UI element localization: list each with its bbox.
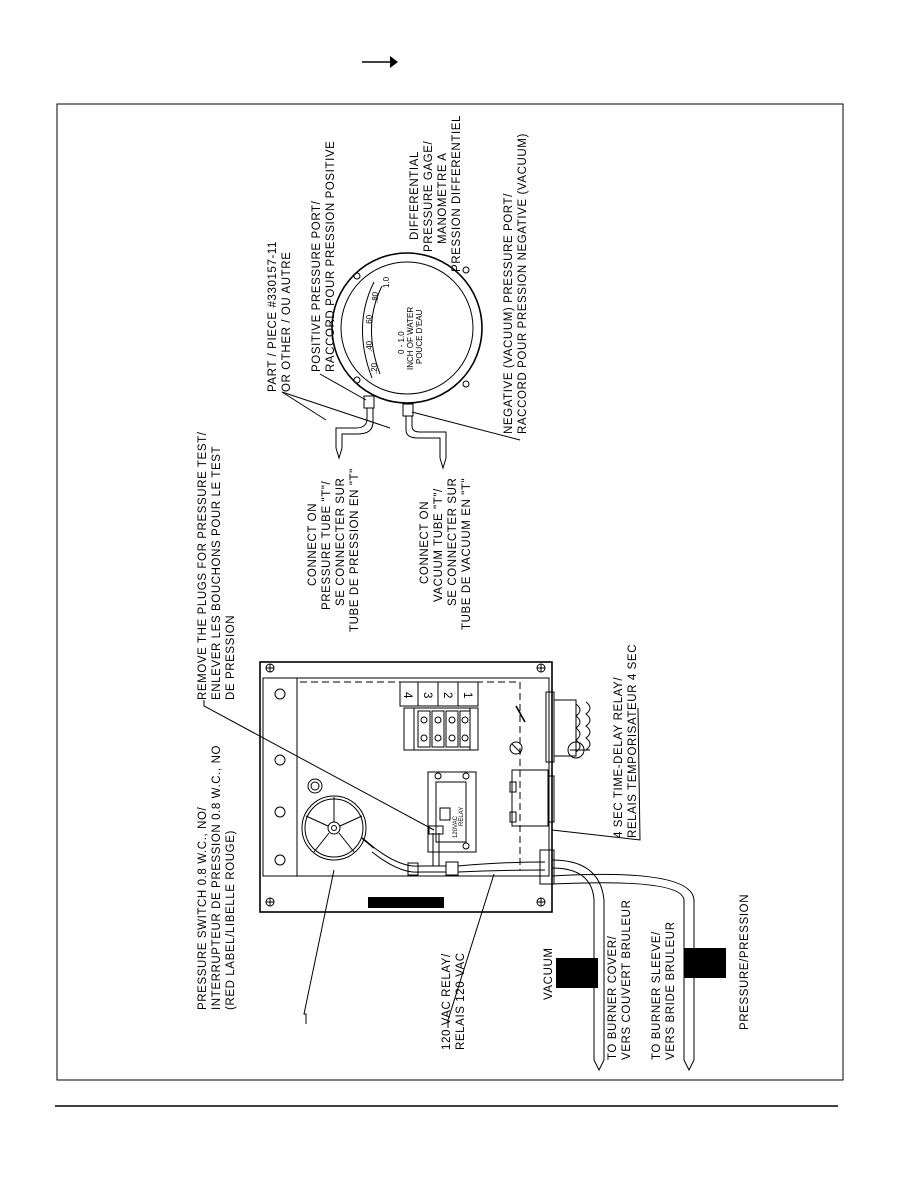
diff-gage-label-1: DIFFERENTIAL (409, 151, 421, 240)
gauge-tick-40: .40 (365, 340, 374, 352)
connect-pressure-1: CONNECT ON (307, 503, 319, 586)
connect-pressure-3: SE CONNECTER SUR (335, 478, 347, 606)
negative-port-label-2: RACCORD POUR PRESSION NEGATIVE (VACUUM) (517, 133, 529, 434)
internal-tubing (371, 825, 546, 876)
vacuum-label: VACUUM (543, 947, 555, 1000)
relay-120-label-1: 120 VAC RELAY/ (441, 953, 453, 1050)
gauge-range: 0 - 1.0 (397, 331, 406, 354)
connect-vacuum-3: SE CONNECTER SUR (447, 478, 459, 606)
diff-gage-label-4: PRESSION DIFFERENTIEL (451, 115, 463, 272)
negative-port-label-1: NEGATIVE (VACUUM) PRESSURE PORT/ (503, 193, 515, 434)
diagram-frame (56, 103, 844, 1081)
conduit-fittings (509, 691, 591, 885)
positive-port-label-2: RACCORD POUR PRESSION POSITIVE (325, 141, 337, 372)
relay-120-label-2: RELAIS 120 VAC (455, 952, 467, 1050)
part-label-2: OR OTHER / OU AUTRE (281, 252, 293, 392)
connect-pressure-4: TUBE DE PRESSION EN "T" (349, 468, 361, 632)
terminal-3: 3 (421, 692, 433, 699)
vacuum-tag (556, 958, 598, 988)
burner-sleeve-label-2: VERS BRIDE BRULEUR (665, 921, 677, 1060)
diff-gage-label-2: PRESSURE GAGE/ (423, 141, 435, 252)
burner-sleeve-label-1: TO BURNER SLEEVE/ (651, 931, 663, 1060)
diff-gage-label-3: MANOMETRE A (437, 152, 449, 244)
terminal-block: 4 3 2 1 (399, 681, 479, 751)
control-box (259, 661, 553, 913)
nameplate (368, 897, 444, 908)
burner-cover-label-1: TO BURNER COVER/ (607, 935, 619, 1060)
remove-plugs-label-1: REMOVE THE PLUGS FOR PRESSURE TEST/ (197, 431, 209, 700)
gauge-unit-fr: POUCE D'EAU (415, 309, 424, 364)
time-delay-label-2: RELAIS TEMPORISATEUR 4 SEC (627, 644, 639, 838)
terminal-2: 2 (441, 692, 453, 699)
gauge-hoses (335, 408, 447, 470)
terminal-4: 4 (401, 692, 413, 699)
pressure-switch (301, 778, 375, 861)
relay-120vac: 120VAC RELAY (427, 771, 477, 853)
connect-pressure-2: PRESSURE TUBE "T"/ (321, 480, 333, 610)
leader-lines (203, 373, 641, 1028)
gauge-tick-80: .80 (371, 291, 380, 303)
arrow-icon (362, 56, 398, 68)
positive-port (363, 395, 375, 409)
negative-port (402, 403, 414, 417)
positive-port-label-1: POSITIVE PRESSURE PORT/ (311, 200, 323, 372)
pressure-switch-label-3: (RED LABEL/LIBELLE ROUGE) (225, 830, 237, 1010)
relay-text-2: RELAY (459, 807, 465, 826)
relay-text-1: 120VAC (453, 815, 459, 838)
connect-vacuum-1: CONNECT ON (419, 501, 431, 584)
gauge-unit: INCH OF WATER (406, 307, 415, 370)
pressure-label: PRESSURE/PRESSION (739, 894, 751, 1030)
remove-plugs-label-3: DE PRESSION (225, 615, 237, 700)
burner-tubes (551, 859, 726, 1072)
burner-cover-label-2: VERS COUVERT BRULEUR (621, 900, 633, 1060)
part-label-1: PART / PIECE #330157-11 (267, 241, 279, 392)
terminal-1: 1 (461, 692, 473, 699)
time-delay-label-1: 4 SEC TIME-DELAY RELAY/ (613, 677, 625, 838)
pressure-switch-label-1: PRESSURE SWITCH 0.8 W.C., NO/ (197, 806, 209, 1010)
differential-gauge: .20 .40 .60 .80 1.0 0 - 1.0 INCH OF WATE… (331, 252, 483, 417)
gauge-tick-100: 1.0 (382, 276, 391, 288)
connect-vacuum-2: VACUUM TUBE "T"/ (433, 488, 445, 602)
gauge-tick-60: .60 (365, 314, 374, 326)
pressure-tag (684, 948, 726, 978)
connect-vacuum-4: TUBE DE VACUUM EN "T" (461, 478, 473, 630)
pressure-switch-label-2: INTERRUPTEUR DE PRESSION 0.8 W.C., NO (211, 745, 223, 1010)
gauge-tick-20: .20 (370, 362, 379, 374)
remove-plugs-label-2: ENLEVER LES BOUCHONS POUR LE TEST (211, 446, 223, 700)
